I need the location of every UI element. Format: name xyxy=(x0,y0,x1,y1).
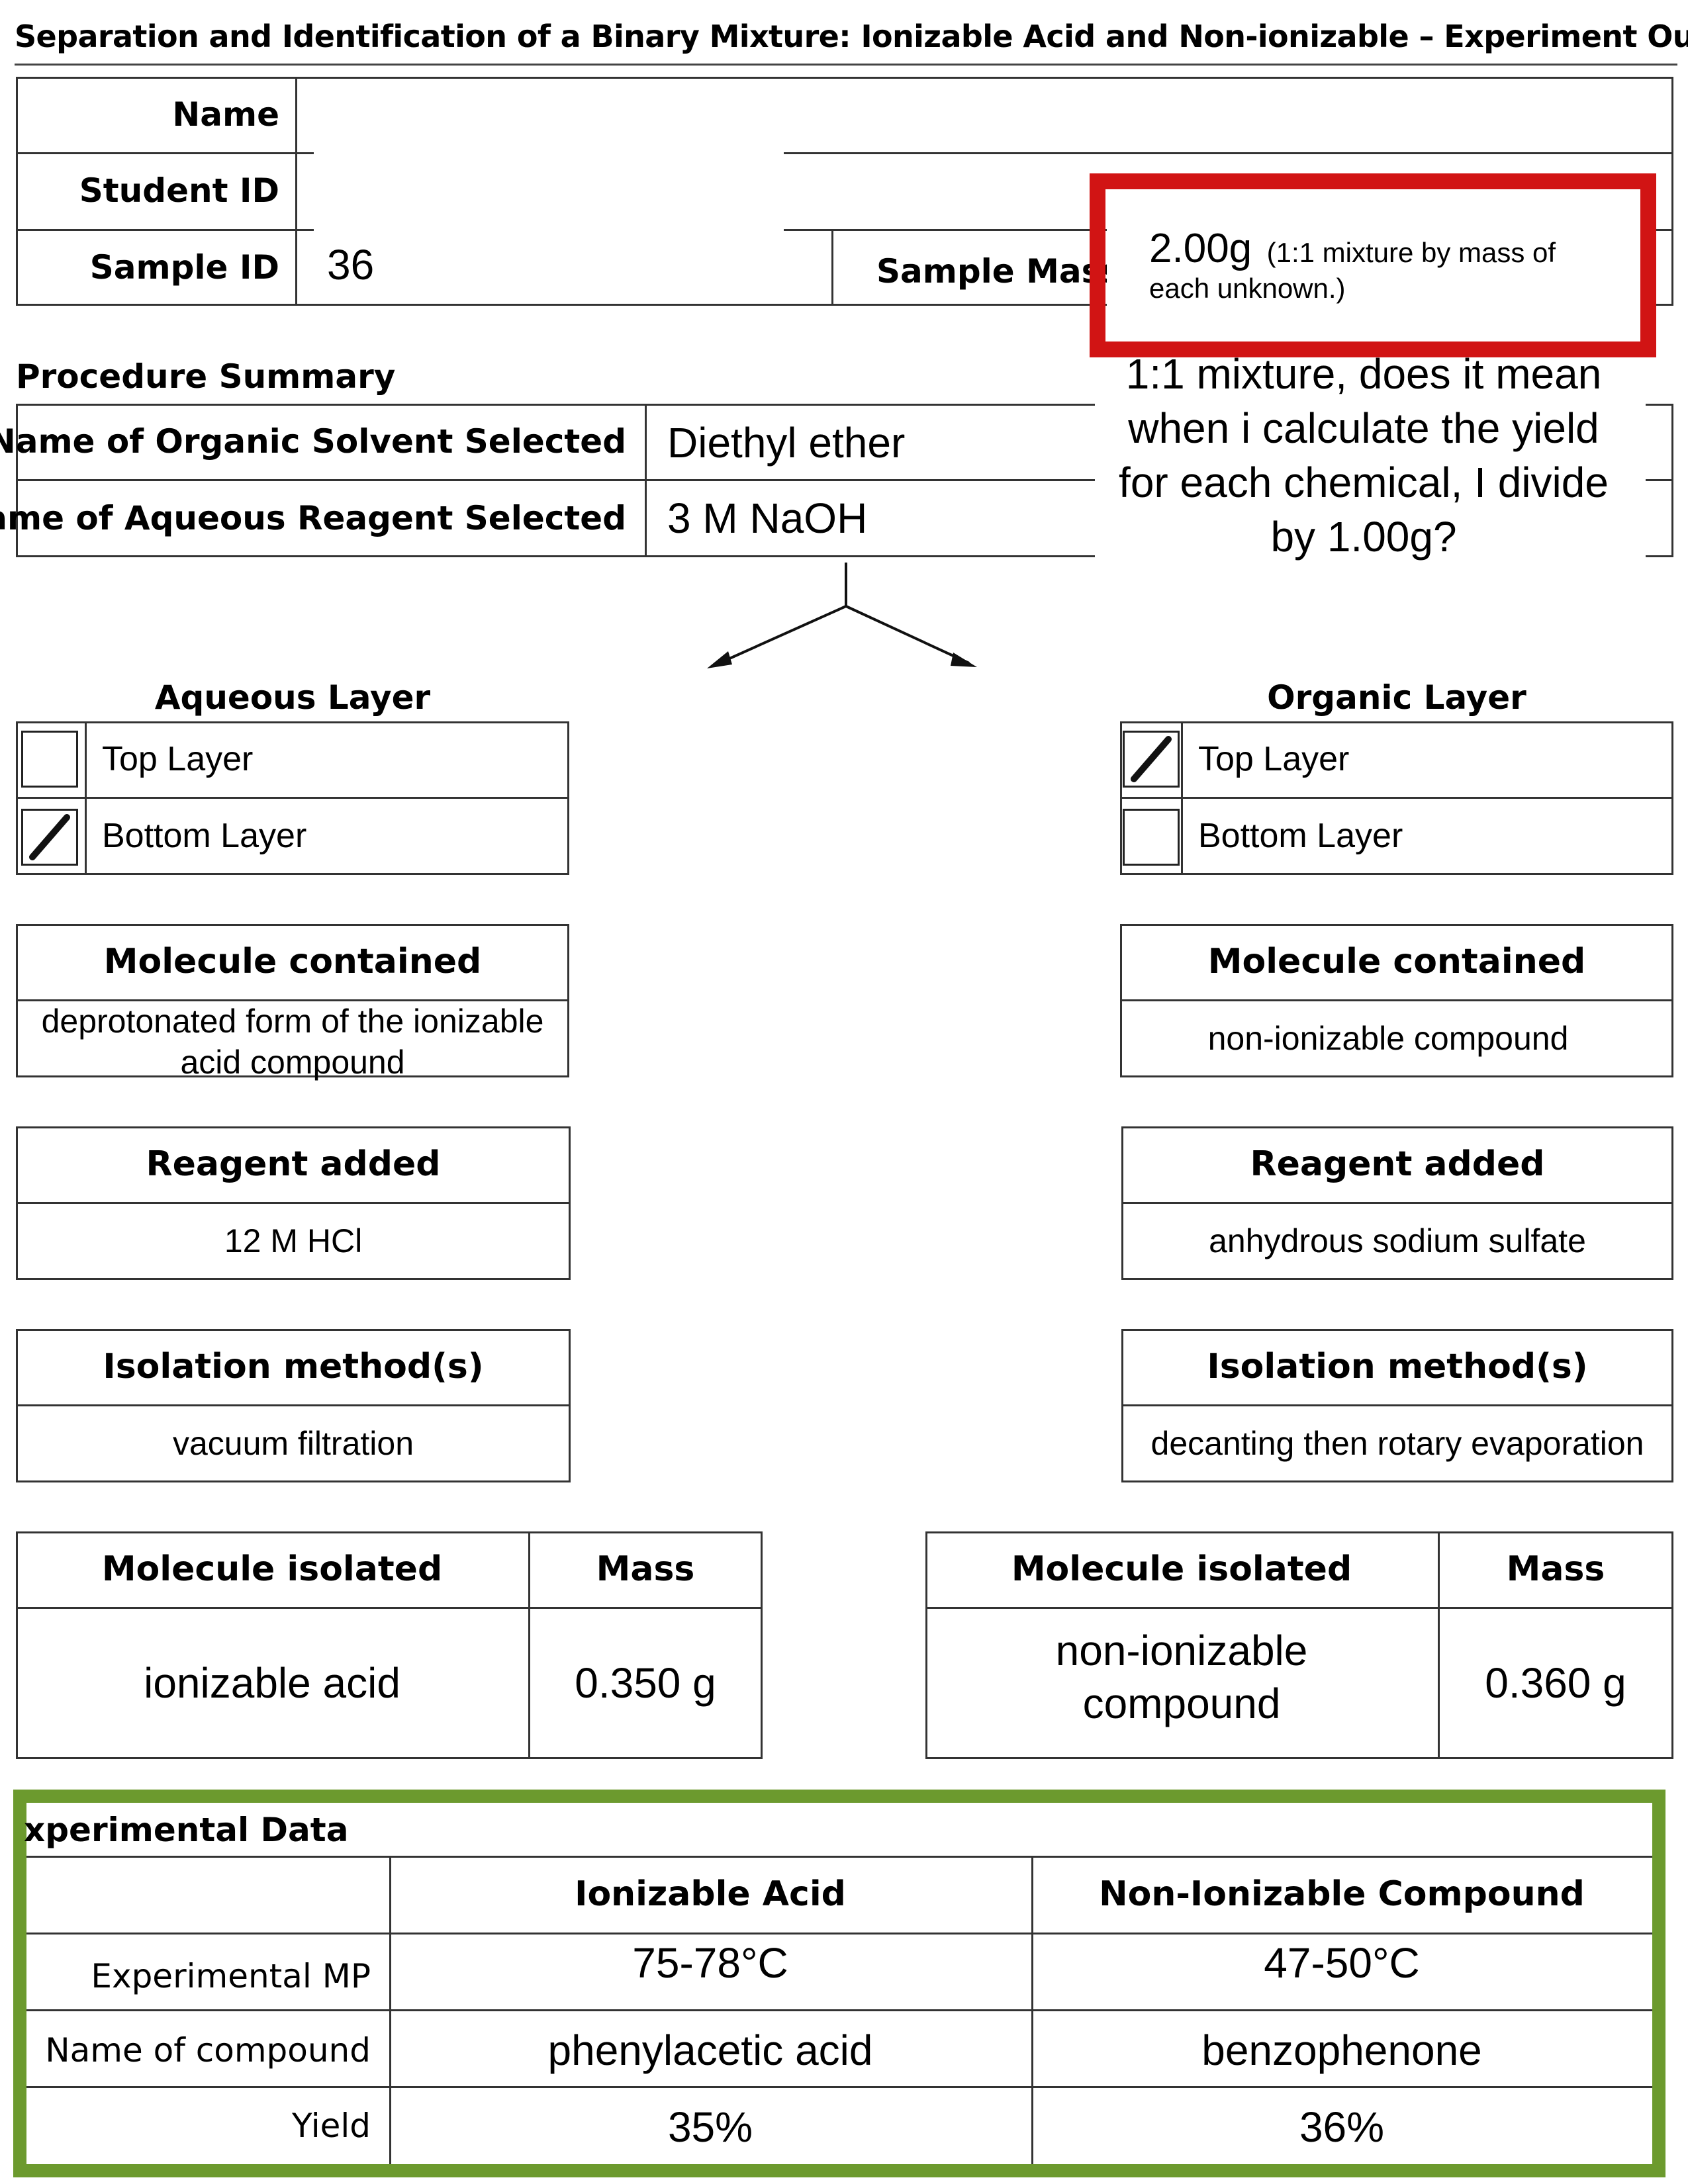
aqueous-isolated-header: Molecule isolated xyxy=(101,1549,443,1589)
aqueous-molecule-line-1: deprotonated form of the ionizable xyxy=(41,1003,544,1040)
name-field[interactable] xyxy=(314,77,1571,152)
organic-mass-header: Mass xyxy=(1506,1549,1605,1589)
organic-molecule-contained: Molecule contained non-ionizable compoun… xyxy=(1120,924,1673,1077)
organic-bottom-checkbox[interactable] xyxy=(1123,809,1180,866)
organic-isolated-header: Molecule isolated xyxy=(1011,1549,1352,1589)
row-label-name: Name of compound xyxy=(45,2031,371,2070)
experimental-data-table: Ionizable Acid Non-Ionizable Compound Ex… xyxy=(26,1856,1652,2164)
student-id-label: Student ID xyxy=(79,171,279,210)
organic-isolation-method: Isolation method(s) decanting then rotar… xyxy=(1121,1329,1673,1482)
aqueous-reagent-added: Reagent added 12 M HCl xyxy=(16,1126,571,1280)
experimental-data-highlight xyxy=(13,1790,1665,2177)
sample-mass-field[interactable]: 2.00g (1:1 mixture by mass of each unkno… xyxy=(1107,191,1640,331)
aqueous-reagent-value[interactable]: 12 M HCl xyxy=(224,1222,363,1259)
organic-isolation-header: Isolation method(s) xyxy=(1207,1347,1588,1387)
aqueous-top-checkbox[interactable] xyxy=(21,731,78,788)
aqueous-bottom-label: Bottom Layer xyxy=(102,817,307,855)
title-rule xyxy=(15,64,1677,66)
document-title: Separation and Identification of a Binar… xyxy=(15,19,1688,54)
row-label-yield: Yield xyxy=(291,2107,371,2145)
sample-id-label: Sample ID xyxy=(89,248,279,287)
aqueous-heading: Aqueous Layer xyxy=(154,678,431,717)
organic-heading: Organic Layer xyxy=(1267,678,1526,717)
organic-mass-value[interactable]: 0.360 g xyxy=(1485,1659,1626,1707)
aqueous-isolation-method: Isolation method(s) vacuum filtration xyxy=(16,1329,571,1482)
aqueous-reagent-header: Reagent added xyxy=(146,1144,441,1184)
organic-isolation-value[interactable]: decanting then rotary evaporation xyxy=(1150,1425,1644,1462)
split-arrow-icon xyxy=(707,563,977,668)
aqueous-mass-value[interactable]: 0.350 g xyxy=(575,1659,716,1707)
aqueous-isolation-header: Isolation method(s) xyxy=(103,1347,484,1387)
name-label: Name xyxy=(172,95,279,134)
question-line-3: for each chemical, I divide xyxy=(1119,459,1609,506)
organic-top-label: Top Layer xyxy=(1198,740,1350,778)
row-label-mp: Experimental MP xyxy=(91,1957,371,1995)
sample-mass-value: 2.00g xyxy=(1149,226,1252,271)
organic-layer-choice: Top Layer Bottom Layer xyxy=(1120,721,1673,875)
organic-isolated-line-2[interactable]: compound xyxy=(1082,1680,1281,1727)
question-line-2: when i calculate the yield xyxy=(1128,404,1599,452)
aqueous-isolation-value[interactable]: vacuum filtration xyxy=(172,1425,414,1462)
organic-reagent-added: Reagent added anhydrous sodium sulfate xyxy=(1121,1126,1673,1280)
nonion-name-value[interactable]: benzophenone xyxy=(1201,2026,1482,2074)
aqueous-molecule-line-2: acid compound xyxy=(180,1044,405,1081)
student-id-field[interactable] xyxy=(314,152,1108,229)
aqueous-reagent-label: Name of Aqueous Reagent Selected xyxy=(0,499,626,537)
aqueous-isolated-table: Molecule isolated Mass ionizable acid 0.… xyxy=(16,1531,763,1759)
acid-yield-value[interactable]: 35% xyxy=(667,2103,753,2151)
question-line-1: 1:1 mixture, does it mean xyxy=(1125,350,1602,398)
organic-solvent-value[interactable]: Diethyl ether xyxy=(667,419,906,467)
aqueous-mass-header: Mass xyxy=(596,1549,695,1589)
organic-bottom-label: Bottom Layer xyxy=(1198,817,1403,855)
organic-top-checkbox[interactable] xyxy=(1123,731,1180,788)
aqueous-reagent-value[interactable]: 3 M NaOH xyxy=(667,494,868,542)
aqueous-molecule-contained: Molecule contained deprotonated form of … xyxy=(16,924,569,1081)
aqueous-isolated-value[interactable]: ionizable acid xyxy=(144,1659,400,1707)
yield-question-note: 1:1 mixture, does it mean when i calcula… xyxy=(1092,347,1635,565)
question-line-4: by 1.00g? xyxy=(1270,513,1457,561)
aqueous-top-label: Top Layer xyxy=(102,740,254,778)
acid-mp-value[interactable]: 75-78°C xyxy=(632,1939,788,1987)
sample-mass-label: Sample Mass xyxy=(876,252,1121,291)
procedure-table: Name of Organic Solvent Selected Diethyl… xyxy=(0,404,1673,557)
sample-mass-highlight xyxy=(1090,173,1656,357)
aqueous-molecule-header: Molecule contained xyxy=(103,942,482,981)
nonion-mp-value[interactable]: 47-50°C xyxy=(1264,1939,1420,1987)
acid-name-value[interactable]: phenylacetic acid xyxy=(547,2026,873,2074)
organic-solvent-label: Name of Organic Solvent Selected xyxy=(0,422,626,461)
organic-isolated-table: Molecule isolated Mass non-ionizable com… xyxy=(925,1531,1673,1759)
aqueous-bottom-checkbox[interactable] xyxy=(21,809,78,866)
organic-isolated-line-1[interactable]: non-ionizable xyxy=(1055,1627,1308,1674)
nonion-yield-value[interactable]: 36% xyxy=(1299,2103,1385,2151)
organic-molecule-header: Molecule contained xyxy=(1207,942,1586,981)
experimental-heading: xperimental Data xyxy=(24,1811,349,1849)
col-ionizable-acid: Ionizable Acid xyxy=(575,1874,846,1914)
procedure-heading: Procedure Summary xyxy=(16,357,396,396)
organic-reagent-value[interactable]: anhydrous sodium sulfate xyxy=(1209,1222,1586,1259)
organic-molecule-value[interactable]: non-ionizable compound xyxy=(1207,1020,1569,1057)
aqueous-layer-choice: Top Layer Bottom Layer xyxy=(16,721,569,875)
organic-reagent-header: Reagent added xyxy=(1250,1144,1545,1184)
sample-id-value[interactable]: 36 xyxy=(327,241,375,289)
col-non-ionizable: Non-Ionizable Compound xyxy=(1099,1874,1585,1914)
sample-mass-note-2: each unknown.) xyxy=(1149,273,1346,304)
sample-mass-note-1: (1:1 mixture by mass of xyxy=(1266,237,1556,268)
